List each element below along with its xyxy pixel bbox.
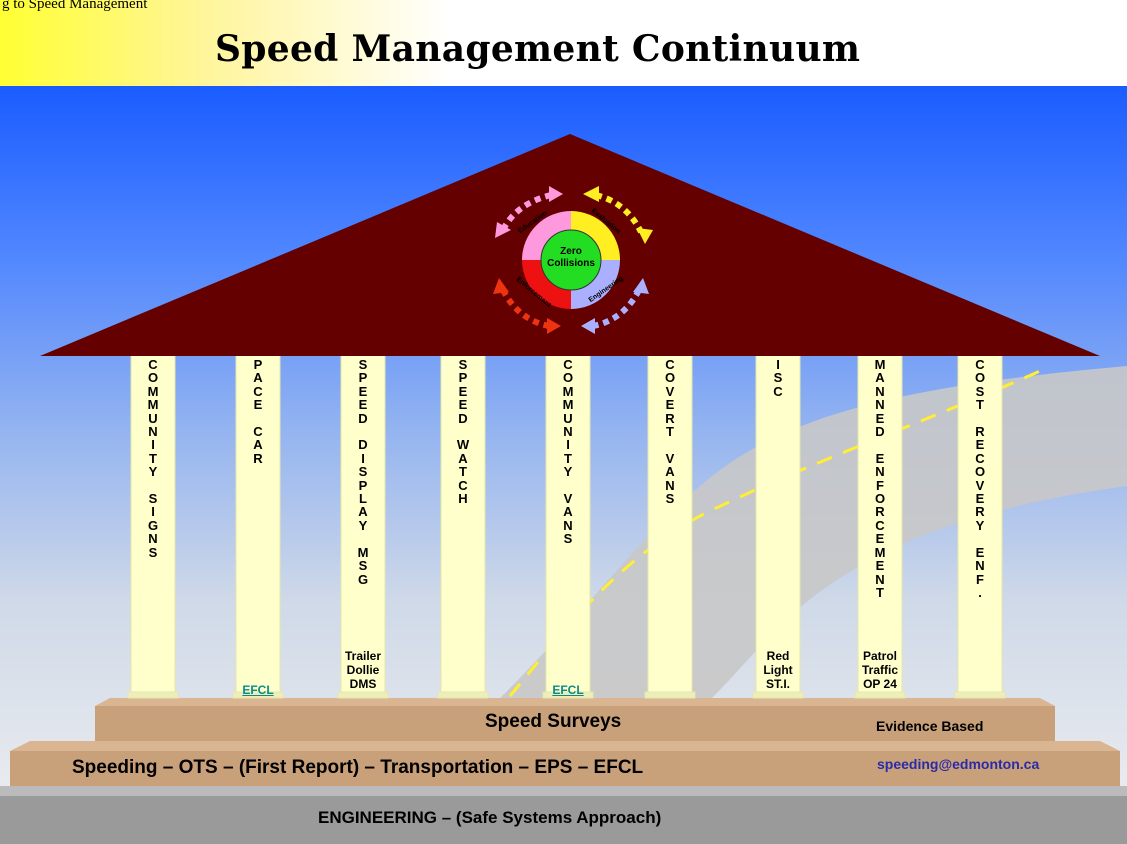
page-title: Speed Management Continuum <box>215 28 861 70</box>
pillar-label-9: C O S T R E C O V E R Y E N F . <box>974 357 986 600</box>
evidence-based: Evidence Based <box>876 718 984 734</box>
pillar-label-3: S P E E D D I S P L A Y M S G <box>357 357 369 587</box>
pillar-label-7: I S C <box>773 357 783 399</box>
pillar-link-2[interactable]: EFCL <box>242 683 274 697</box>
top-step <box>95 706 1055 741</box>
stakeholders: Speeding – OTS – (First Report) – Transp… <box>72 757 644 778</box>
pillar-7 <box>755 347 801 699</box>
engineering-base: ENGINEERING – (Safe Systems Approach) <box>318 808 662 827</box>
base-step <box>0 794 1127 844</box>
pillar-base-8 <box>854 691 906 699</box>
pillar-3 <box>340 347 386 699</box>
pillar-label-6: C O V E R T V A N S <box>664 357 676 507</box>
pillar-label-8: M A N N E D E N F O R C E M E N T <box>874 357 886 600</box>
middle-step-top <box>10 741 1120 751</box>
top-note: g to Speed Management <box>2 0 148 12</box>
base-step-top <box>0 786 1127 796</box>
pillar-sub-8: Patrol Traffic OP 24 <box>861 649 898 691</box>
pillar-base-5 <box>542 691 594 699</box>
pillar-link-5[interactable]: EFCL <box>552 683 584 697</box>
pillar-sub-3: Trailer Dollie DMS <box>344 649 382 691</box>
pillar-base-3 <box>337 691 389 699</box>
pillar-base-2 <box>232 691 284 699</box>
header-band <box>0 0 1127 86</box>
arrow-enforcement <box>500 288 550 329</box>
pillar-base-7 <box>752 691 804 699</box>
pillar-base-4 <box>437 691 489 699</box>
pillar-base-1 <box>127 691 179 699</box>
zero-collisions-circle <box>540 229 602 291</box>
arrow-education <box>500 192 552 232</box>
middle-step <box>10 751 1120 786</box>
pillar-base-6 <box>644 691 696 699</box>
email-link[interactable]: speeding@edmonton.ca <box>877 756 1040 772</box>
arrow-evaluation <box>595 192 644 234</box>
arrow-engineering <box>592 288 642 329</box>
pillar-label-2: P A C E C A R <box>253 357 263 466</box>
speed-surveys: Speed Surveys <box>485 711 622 732</box>
pillar-6 <box>647 347 693 699</box>
top-step-top <box>95 698 1055 706</box>
pillar-label-4: S P E E D W A T C H <box>456 357 470 507</box>
hub <box>493 186 653 334</box>
pillar-label-1: C O M M U N I T Y S I G N S <box>147 357 159 560</box>
pillar-2 <box>235 347 281 699</box>
pillar-base-9 <box>954 691 1006 699</box>
pillar-4 <box>440 347 486 699</box>
pillar-label-5: C O M M U N I T Y V A N S <box>562 357 574 547</box>
pillar-sub-7: Red Light ST.I. <box>763 649 793 691</box>
